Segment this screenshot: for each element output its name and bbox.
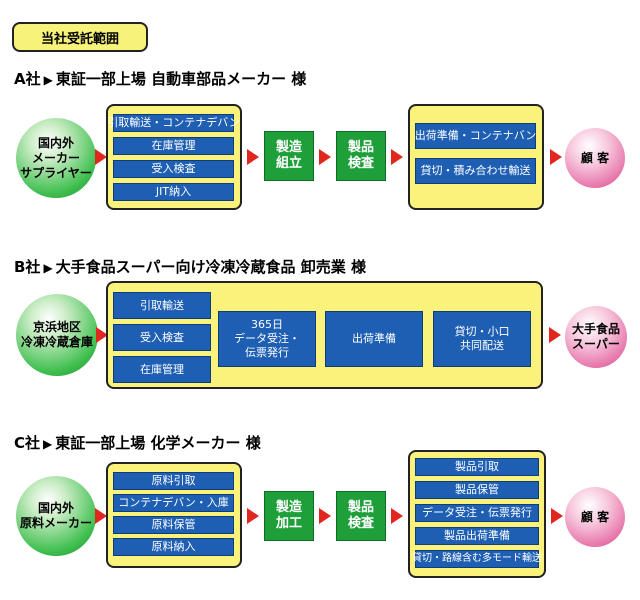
section-c-company: C社	[14, 434, 41, 452]
section-c-desc: 東証一部上場 化学メーカー 様	[55, 434, 261, 452]
flow-arrow-icon	[550, 149, 562, 165]
section-a-heading: A社▶東証一部上場 自動車部品メーカー 様	[14, 68, 306, 89]
section-c-heading: C社▶東証一部上場 化学メーカー 様	[14, 432, 261, 453]
section-b-heading: B社▶大手食品スーパー向け冷凍冷蔵食品 卸売業 様	[14, 256, 366, 277]
section-a-customer-circle: 顧 客	[565, 128, 625, 188]
section-b-inbound-item: 受入検査	[113, 324, 211, 351]
section-c-inbound-item: 原料引取	[113, 472, 234, 490]
section-c-customer-circle: 顧 客	[565, 487, 625, 547]
triangle-right-icon: ▶	[43, 261, 53, 275]
section-b-shipping-prep: 出荷準備	[325, 311, 423, 367]
triangle-right-icon: ▶	[43, 73, 53, 87]
flow-arrow-icon	[95, 149, 107, 165]
flow-arrow-icon	[391, 508, 403, 524]
flow-arrow-icon	[319, 149, 331, 165]
section-a-inbound-item: JIT納入	[113, 183, 234, 201]
section-a-inbound-item: 在庫管理	[113, 137, 234, 155]
section-b-order-processing: 365日データ受注・伝票発行	[218, 311, 316, 367]
section-b-customer-circle: 大手食品スーパー	[565, 306, 627, 368]
section-b-desc: 大手食品スーパー向け冷凍冷蔵食品 卸売業 様	[55, 258, 366, 276]
section-a-outbound-item: 出荷準備・コンテナバン	[415, 123, 536, 149]
section-c-outbound-item: 製品引取	[415, 458, 539, 476]
section-c-step-inspection: 製品検査	[336, 491, 386, 541]
section-b-company: B社	[14, 258, 41, 276]
section-b-inbound-item: 引取輸送	[113, 292, 211, 319]
scope-title-tag: 当社受託範囲	[12, 22, 148, 52]
flow-arrow-icon	[95, 508, 107, 524]
flow-arrow-icon	[549, 327, 561, 343]
section-a-inbound-item: 引取輸送・コンテナデバン	[107, 114, 240, 132]
section-a-source-line: サプライヤー	[20, 165, 92, 180]
section-b-source-circle: 京浜地区 冷凍冷蔵倉庫	[16, 294, 98, 376]
flow-arrow-icon	[551, 508, 563, 524]
section-c-outbound-item: 製品保管	[415, 481, 539, 499]
section-a-desc: 東証一部上場 自動車部品メーカー 様	[55, 70, 307, 88]
section-a-step-inspection: 製品検査	[336, 131, 386, 181]
section-a-source-line: 国内外	[37, 135, 74, 150]
section-a-source-line: メーカー	[31, 150, 80, 165]
section-c-source-circle: 国内外 原料メーカー	[16, 476, 96, 556]
flow-arrow-icon	[96, 327, 108, 343]
flow-arrow-icon	[247, 508, 259, 524]
section-a-outbound-item: 貸切・積み合わせ輸送	[415, 158, 536, 184]
section-c-inbound-item: 原料保管	[113, 516, 234, 534]
flow-arrow-icon	[319, 508, 331, 524]
flow-arrow-icon	[391, 149, 403, 165]
section-b-inbound-item: 在庫管理	[113, 356, 211, 383]
section-a-step-manufacture: 製造組立	[264, 131, 314, 181]
section-c-outbound-item: データ受注・伝票発行	[415, 504, 539, 522]
section-c-inbound-item: 原料納入	[113, 538, 234, 556]
flow-arrow-icon	[247, 149, 259, 165]
section-c-outbound-item: 貸切・路線含む多モード輸送	[412, 550, 542, 568]
section-c-inbound-item: コンテナデバン・入庫	[113, 494, 234, 512]
section-a-outbound-box	[408, 104, 544, 210]
triangle-right-icon: ▶	[43, 437, 53, 451]
section-c-step-manufacture: 製造加工	[264, 491, 314, 541]
section-a-company: A社	[14, 70, 41, 88]
section-c-outbound-item: 製品出荷準備	[415, 527, 539, 545]
section-a-inbound-item: 受入検査	[113, 160, 234, 178]
section-a-source-circle: 国内外 メーカー サプライヤー	[16, 118, 96, 198]
section-b-delivery: 貸切・小口共同配送	[433, 311, 531, 367]
